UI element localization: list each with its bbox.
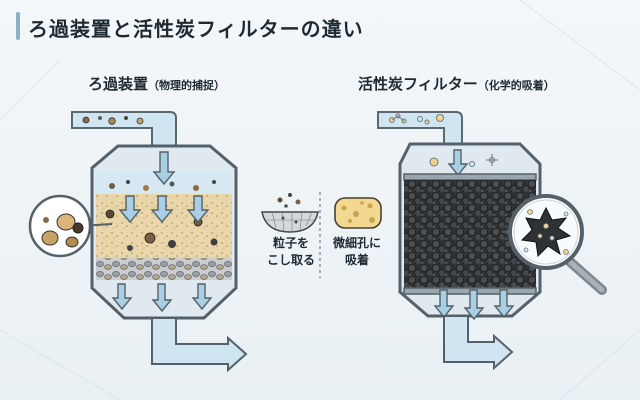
upper-mesh — [403, 173, 537, 181]
flow-arrow — [433, 289, 455, 319]
sponge-icon — [334, 197, 382, 229]
title-accent-bar — [16, 12, 20, 40]
carbon-filter-device — [377, 111, 607, 371]
flow-arrow — [463, 289, 485, 321]
magnifier-icon — [502, 194, 607, 295]
filtration-device — [28, 111, 248, 373]
flow-arrow — [191, 283, 213, 311]
outlet-pipe — [151, 317, 248, 373]
page-title: ろ過装置と活性炭フィルターの違い — [28, 17, 364, 41]
outlet-pipe — [443, 315, 514, 371]
flow-arrow — [447, 149, 469, 177]
flow-arrow — [152, 151, 176, 186]
flow-arrows — [111, 151, 213, 313]
flow-arrow — [118, 195, 142, 224]
flow-arrow — [186, 195, 210, 224]
carbon-filter-label: 活性炭フィルター（化学的吸着） — [358, 73, 555, 94]
flow-arrow — [151, 283, 173, 313]
filtration-title: ろ過装置 — [88, 75, 149, 93]
magnified-sand — [41, 213, 84, 248]
flow-arrow — [111, 283, 133, 311]
inlet-molecules — [389, 113, 444, 125]
flow-arrow — [493, 289, 515, 319]
strainer-icon — [261, 193, 319, 233]
flow-arrow — [150, 195, 174, 224]
sponge-caption: 微細孔に 吸着 — [332, 236, 381, 267]
upper-water-molecules — [429, 154, 498, 167]
strainer-caption: 粒子を こし取る — [266, 236, 315, 267]
carbon-filter-title: 活性炭フィルター — [358, 75, 478, 93]
gravel-layer — [96, 258, 232, 280]
flow-arrows — [433, 289, 515, 321]
filtration-subtitle: （物理的捕捉） — [148, 79, 226, 92]
inlet-particles — [82, 116, 144, 125]
carbon-filter-subtitle: （化学的吸着） — [477, 79, 555, 92]
filtration-label: ろ過装置（物理的捕捉） — [88, 73, 225, 94]
